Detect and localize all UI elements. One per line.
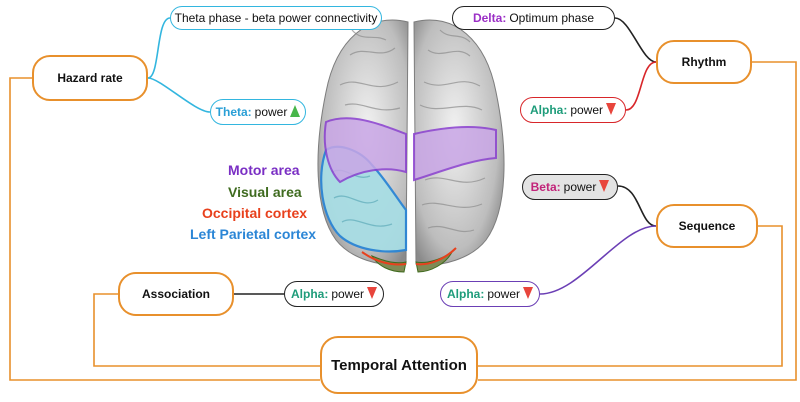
delta-phase-text: Optimum phase [509, 11, 595, 25]
alpha-keyword: Alpha: [290, 287, 329, 301]
node-hazard-rate-label: Hazard rate [57, 71, 123, 85]
connector-rhythm-to-temporal [478, 61, 797, 381]
leaf-alpha-power-sequence[interactable]: Alpha: power [440, 281, 540, 307]
motor-area-region [323, 117, 407, 184]
node-temporal-attention-label: Temporal Attention [331, 356, 467, 374]
theta-keyword: Theta: [215, 105, 252, 119]
theta-power-text: power [254, 105, 288, 119]
node-rhythm-label: Rhythm [681, 55, 727, 69]
leaf-theta-connectivity-text: Theta phase - beta power connectivity [174, 11, 378, 25]
node-rhythm[interactable]: Rhythm [656, 40, 752, 84]
alpha-keyword: Alpha: [446, 287, 485, 301]
connector-sequence-to-temporal [478, 225, 783, 367]
node-association-label: Association [141, 287, 210, 301]
connector-association-to-temporal [93, 293, 320, 367]
node-association[interactable]: Association [118, 272, 234, 316]
trend-down-icon [367, 287, 378, 299]
beta-power-sequence-text: power [563, 180, 597, 194]
trend-up-icon [290, 105, 301, 117]
leaf-alpha-power-rhythm[interactable]: Alpha: power [520, 97, 626, 123]
trend-down-icon [599, 180, 610, 192]
label-motor-area: Motor area [228, 162, 300, 178]
leaf-theta-power[interactable]: Theta: power [210, 99, 306, 125]
alpha-power-sequence-text: power [487, 287, 521, 301]
alpha-power-rhythm-text: power [570, 103, 604, 117]
label-visual-area: Visual area [228, 184, 302, 200]
label-occipital-cortex: Occipital cortex [202, 205, 308, 221]
occipital-cortex-outline [361, 251, 407, 266]
connector-sequence-to-alpha [539, 225, 657, 295]
connector-rhythm-to-alpha [625, 61, 657, 111]
connector-hazard-to-theta-power [147, 77, 211, 113]
node-temporal-attention[interactable]: Temporal Attention [320, 336, 478, 394]
connector-hazard-to-theta-connectivity [147, 17, 171, 79]
connector-rhythm-to-delta [614, 17, 657, 63]
leaf-delta-phase[interactable]: Delta: Optimum phase [452, 6, 615, 30]
trend-down-icon [606, 103, 617, 115]
alpha-power-association-text: power [331, 287, 365, 301]
connector-hazard-to-temporal [9, 77, 320, 381]
node-sequence-label: Sequence [678, 219, 736, 233]
leaf-beta-power-sequence[interactable]: Beta: power [522, 174, 618, 200]
beta-keyword: Beta: [530, 180, 561, 194]
trend-down-icon [523, 287, 534, 299]
label-left-parietal-cortex: Left Parietal cortex [190, 226, 317, 242]
connector-sequence-to-beta [617, 185, 657, 227]
leaf-alpha-power-association[interactable]: Alpha: power [284, 281, 384, 307]
alpha-keyword: Alpha: [529, 103, 568, 117]
node-sequence[interactable]: Sequence [656, 204, 758, 248]
gyri-texture [339, 29, 486, 232]
leaf-theta-connectivity[interactable]: Theta phase - beta power connectivity [170, 6, 382, 30]
node-hazard-rate[interactable]: Hazard rate [32, 55, 148, 101]
delta-keyword: Delta: [472, 11, 507, 25]
